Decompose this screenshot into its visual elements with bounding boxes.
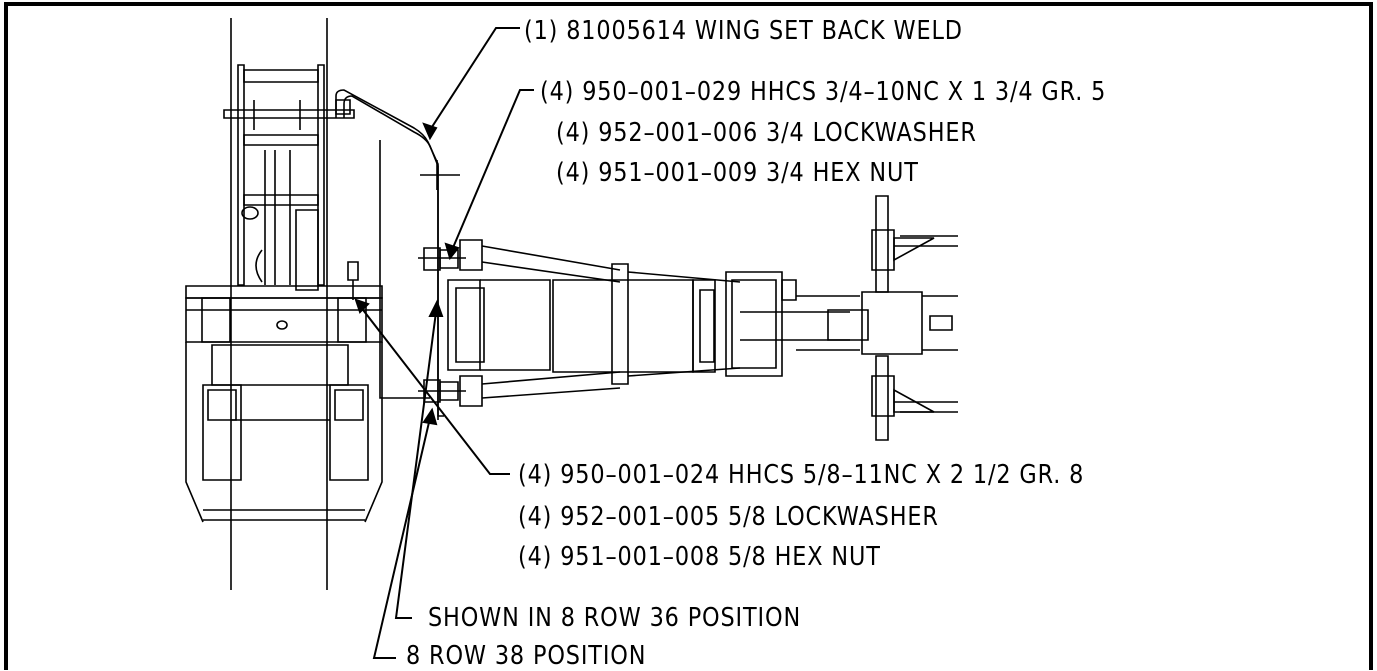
leader-weld bbox=[430, 28, 520, 130]
callout-position-36: SHOWN IN 8 ROW 36 POSITION bbox=[428, 603, 802, 633]
arrow-bolt-5-8 bbox=[356, 300, 368, 312]
callout-bolt-3-4: (4) 950–001–029 HHCS 3/4–10NC X 1 3/4 GR… bbox=[540, 77, 1107, 107]
callout-hex-nut-5-8: (4) 951–001–008 5/8 HEX NUT bbox=[518, 542, 881, 572]
callout-lockwasher-5-8: (4) 952–001–005 5/8 LOCKWASHER bbox=[518, 502, 939, 532]
leader-position-36 bbox=[396, 312, 436, 618]
leader-position-38 bbox=[374, 418, 430, 658]
callout-lockwasher-3-4: (4) 952–001–006 3/4 LOCKWASHER bbox=[556, 118, 977, 148]
leader-lines bbox=[356, 28, 534, 658]
arrow-weld bbox=[424, 124, 436, 138]
callout-bolt-5-8: (4) 950–001–024 HHCS 5/8–11NC X 2 1/2 GR… bbox=[518, 460, 1085, 490]
leader-bolt-3-4 bbox=[452, 90, 534, 250]
arrow-position-38 bbox=[424, 410, 436, 424]
parallel-linkage bbox=[448, 240, 860, 406]
drawing-border bbox=[6, 4, 1371, 670]
callout-position-38: 8 ROW 38 POSITION bbox=[406, 641, 647, 671]
callout-wing-set-back-weld: (1) 81005614 WING SET BACK WELD bbox=[524, 16, 963, 46]
arrow-position-36 bbox=[430, 302, 442, 316]
leader-bolt-5-8 bbox=[360, 306, 510, 474]
arrow-bolt-3-4 bbox=[446, 244, 458, 258]
wing-set-back-weld-bracket bbox=[336, 90, 466, 420]
closing-wheels bbox=[828, 196, 958, 440]
planter-frame bbox=[186, 18, 382, 590]
callout-hex-nut-3-4: (4) 951–001–009 3/4 HEX NUT bbox=[556, 158, 919, 188]
